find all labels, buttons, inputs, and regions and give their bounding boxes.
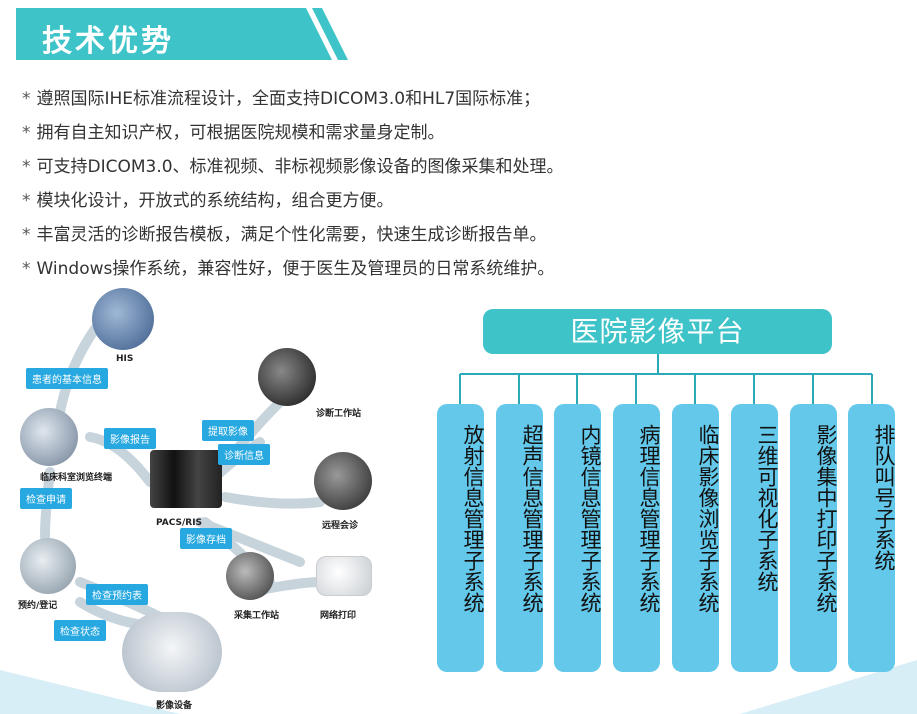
system-pillar-radiology: 放射信息管理子系统 (437, 404, 485, 672)
flow-tag-diagnosis-info: 诊断信息 (218, 444, 270, 465)
remote-consult-image (314, 452, 372, 510)
registration-label: 预约/登记 (18, 601, 58, 611)
diagnosis-station-image (258, 348, 316, 406)
system-label: 排队叫号子系统 (872, 424, 896, 571)
system-pillar-pathology: 病理信息管理子系统 (613, 404, 661, 672)
flow-tag-patient-info: 患者的基本信息 (26, 368, 108, 389)
system-pillar-ultrasound: 超声信息管理子系统 (496, 404, 544, 672)
system-label: 三维可视化子系统 (755, 424, 779, 592)
feature-text: 遵照国际IHE标准流程设计，全面支持DICOM3.0和HL7国际标准； (36, 89, 541, 109)
imaging-device-image (122, 612, 222, 692)
feature-text: 拥有自主知识产权，可根据医院规模和需求量身定制。 (36, 123, 445, 143)
system-pillar-endoscopy: 内镜信息管理子系统 (554, 404, 602, 672)
flow-tag-exam-status: 检查状态 (54, 620, 106, 641)
server-rack-image (150, 450, 222, 508)
clinical-browser-label: 临床科室浏览终端 (40, 473, 113, 483)
network-print-label: 网络打印 (320, 611, 357, 621)
feature-text: 丰富灵活的诊断报告模板，满足个性化需要，快速生成诊断报告单。 (36, 225, 547, 245)
clinical-browser-image (20, 408, 78, 466)
bullet-star: * (22, 259, 31, 279)
his-label: HIS (116, 354, 134, 364)
feature-text: 模块化设计，开放式的系统结构，组合更方便。 (36, 191, 394, 211)
system-label: 放射信息管理子系统 (461, 424, 485, 613)
bullet-star: * (22, 123, 31, 143)
diagnosis-station-label: 诊断工作站 (316, 409, 362, 419)
bullet-star: * (22, 157, 31, 177)
flow-tag-image-report: 影像报告 (104, 428, 156, 449)
registration-image (20, 538, 76, 594)
system-label: 超声信息管理子系统 (520, 424, 544, 613)
system-pillar-clinical-browse: 临床影像浏览子系统 (672, 404, 720, 672)
flow-tag-image-store: 影像存档 (180, 528, 232, 549)
system-pillar-print: 影像集中打印子系统 (790, 404, 838, 672)
feature-item: *可支持DICOM3.0、标准视频、非标视频影像设备的图像采集和处理。 (22, 150, 902, 184)
flow-tag-exam-booking: 检查预约表 (86, 584, 148, 605)
feature-item: *丰富灵活的诊断报告模板，满足个性化需要，快速生成诊断报告单。 (22, 218, 902, 252)
bullet-star: * (22, 225, 31, 245)
capture-station-label: 采集工作站 (234, 611, 280, 621)
system-pillar-3d: 三维可视化子系统 (731, 404, 779, 672)
banner-shape (16, 8, 348, 60)
feature-item: *模块化设计，开放式的系统结构，组合更方便。 (22, 184, 902, 218)
feature-list: *遵照国际IHE标准流程设计，全面支持DICOM3.0和HL7国际标准； *拥有… (22, 82, 902, 286)
feature-item: *Windows操作系统，兼容性好，便于医生及管理员的日常系统维护。 (22, 252, 902, 286)
platform-connector-lines (459, 354, 873, 404)
section-banner: 技术优势 (16, 8, 356, 60)
flow-tag-exam-request: 检查申请 (20, 488, 72, 509)
system-label: 病理信息管理子系统 (637, 424, 661, 613)
bottom-decoration (0, 660, 917, 714)
feature-item: *遵照国际IHE标准流程设计，全面支持DICOM3.0和HL7国际标准； (22, 82, 902, 116)
system-label: 内镜信息管理子系统 (578, 424, 602, 613)
remote-consult-label: 远程会诊 (322, 521, 359, 531)
capture-station-image (226, 552, 274, 600)
workflow-diagram: HIS 诊断工作站 临床科室浏览终端 PACS/RIS 远程会诊 预约/登记 采… (0, 282, 420, 714)
pacs-ris-label: PACS/RIS (156, 518, 203, 528)
platform-title: 医院影像平台 (483, 309, 832, 354)
network-print-image (316, 556, 372, 596)
bullet-star: * (22, 191, 31, 211)
system-label: 临床影像浏览子系统 (696, 424, 720, 613)
feature-text: 可支持DICOM3.0、标准视频、非标视频影像设备的图像采集和处理。 (36, 157, 564, 177)
bullet-star: * (22, 89, 31, 109)
system-pillar-queue: 排队叫号子系统 (848, 404, 896, 672)
feature-item: *拥有自主知识产权，可根据医院规模和需求量身定制。 (22, 116, 902, 150)
section-title: 技术优势 (42, 24, 174, 59)
imaging-device-label: 影像设备 (156, 701, 193, 711)
feature-text: Windows操作系统，兼容性好，便于医生及管理员的日常系统维护。 (36, 259, 555, 279)
system-label: 影像集中打印子系统 (814, 424, 838, 613)
flow-tag-fetch-image: 提取影像 (202, 420, 254, 441)
his-image (92, 288, 154, 350)
